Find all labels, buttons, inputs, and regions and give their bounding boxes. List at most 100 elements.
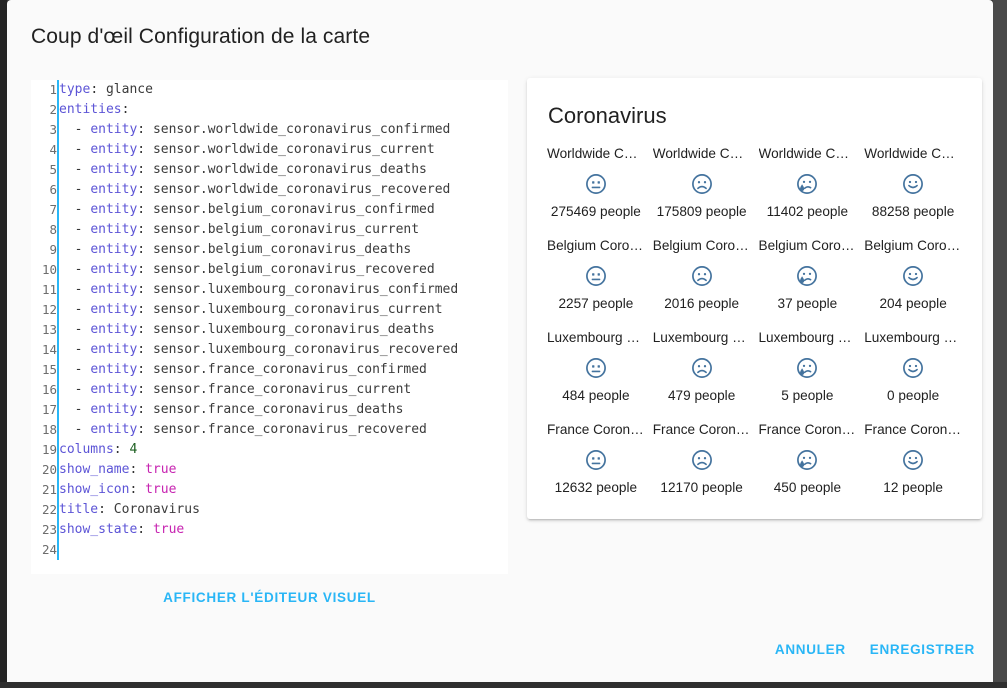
line-number: 13: [41, 322, 57, 337]
line-number: 9: [49, 242, 57, 257]
window-edge-right: [993, 0, 1007, 688]
dialog-footer: ANNULER ENREGISTRER: [7, 617, 993, 682]
line-number: 16: [41, 382, 57, 397]
active-line-bar: [57, 180, 59, 200]
glance-entity-state: 11402 people: [766, 204, 849, 219]
frowning-face-icon: [690, 448, 714, 472]
glance-entity-name: Worldwide Cor…: [758, 146, 857, 161]
code-line: 17 - entity: sensor.france_coronavirus_d…: [31, 400, 458, 420]
smiling-face-icon: [901, 172, 925, 196]
code-line: 10 - entity: sensor.belgium_coronavirus_…: [31, 260, 458, 280]
line-number: 4: [49, 142, 57, 157]
code-line-text: show_state: true: [59, 522, 185, 537]
code-line-text: - entity: sensor.belgium_coronavirus_cur…: [59, 222, 420, 237]
active-line-bar: [57, 80, 59, 100]
code-line-text: - entity: sensor.france_coronavirus_reco…: [59, 422, 427, 437]
code-line-text: - entity: sensor.worldwide_coronavirus_d…: [59, 162, 427, 177]
glance-entity-state: 37 people: [777, 296, 838, 311]
active-line-bar: [57, 120, 59, 140]
code-line-text: [59, 540, 458, 560]
frowning-face-icon: [690, 356, 714, 380]
line-number: 23: [41, 522, 57, 537]
line-number: 21: [41, 482, 57, 497]
neutral-face-icon: [584, 172, 608, 196]
glance-entity-state: 479 people: [667, 388, 736, 403]
window-edge-left: [0, 0, 7, 688]
active-line-bar: [57, 160, 59, 180]
active-line-bar: [57, 480, 59, 500]
smiling-face-icon: [901, 448, 925, 472]
code-line-text: show_name: true: [59, 462, 177, 477]
code-line-text: - entity: sensor.luxembourg_coronavirus_…: [59, 282, 459, 297]
code-line: 11 - entity: sensor.luxembourg_coronavir…: [31, 280, 458, 300]
code-line-text: - entity: sensor.belgium_coronavirus_rec…: [59, 262, 435, 277]
glance-entity[interactable]: Worldwide Cor… 175809 people: [649, 137, 755, 229]
window-edge-bottom: [0, 682, 1007, 688]
active-line-bar: [57, 380, 59, 400]
glance-entity[interactable]: Luxembourg C…0 people: [860, 321, 966, 413]
code-line-text: show_icon: true: [59, 482, 177, 497]
glance-entity[interactable]: France Corona…12632 people: [543, 413, 649, 505]
frowning-face-icon: [690, 264, 714, 288]
code-line-text: - entity: sensor.luxembourg_coronavirus_…: [59, 302, 443, 317]
active-line-bar: [57, 520, 59, 540]
glance-entity-name: Worldwide Cor…: [652, 146, 751, 161]
active-line-bar: [57, 300, 59, 320]
code-line: 3 - entity: sensor.worldwide_coronavirus…: [31, 120, 458, 140]
glance-entity[interactable]: Belgium Coron…2257 people: [543, 229, 649, 321]
code-line-text: entities:: [59, 102, 130, 117]
glance-entity[interactable]: France Corona…12170 people: [649, 413, 755, 505]
glance-entity-state: 175809 people: [656, 204, 747, 219]
save-button[interactable]: ENREGISTRER: [869, 642, 975, 657]
cancel-button[interactable]: ANNULER: [774, 642, 846, 657]
code-line: 7 - entity: sensor.belgium_coronavirus_c…: [31, 200, 458, 220]
line-number: 22: [41, 502, 57, 517]
show-visual-editor-button[interactable]: AFFICHER L'ÉDITEUR VISUEL: [163, 590, 376, 605]
glance-entity[interactable]: Worldwide Cor…275469 people: [543, 137, 649, 229]
line-number: 18: [41, 422, 57, 437]
smiling-face-icon: [901, 356, 925, 380]
glance-entity[interactable]: Luxembourg C…5 people: [755, 321, 861, 413]
glance-entity[interactable]: Luxembourg C…479 people: [649, 321, 755, 413]
code-line: 4 - entity: sensor.worldwide_coronavirus…: [31, 140, 458, 160]
active-line-bar: [57, 220, 59, 240]
glance-entity[interactable]: Belgium Coron…2016 people: [649, 229, 755, 321]
glance-entity[interactable]: Worldwide Cor… 11402 people: [755, 137, 861, 229]
active-line-bar: [57, 500, 59, 520]
active-line-bar: [57, 440, 59, 460]
glance-entity[interactable]: France Corona…450 people: [755, 413, 861, 505]
code-line-text: - entity: sensor.france_coronavirus_deat…: [59, 402, 404, 417]
code-line-text: - entity: sensor.belgium_coronavirus_dea…: [59, 242, 412, 257]
active-line-bar: [57, 340, 59, 360]
code-line: 12 - entity: sensor.luxembourg_coronavir…: [31, 300, 458, 320]
active-line-bar: [57, 400, 59, 420]
crying-face-icon: [795, 172, 819, 196]
glance-entity-state: 450 people: [773, 480, 842, 495]
glance-entity[interactable]: Luxembourg C…484 people: [543, 321, 649, 413]
glance-entity[interactable]: Belgium Coron…204 people: [860, 229, 966, 321]
glance-entity[interactable]: Worldwide Cor…88258 people: [860, 137, 966, 229]
glance-entity-name: Belgium Coron…: [652, 238, 751, 253]
code-line: 13 - entity: sensor.luxembourg_coronavir…: [31, 320, 458, 340]
active-line-bar: [57, 320, 59, 340]
glance-entity-state: 5 people: [781, 388, 834, 403]
code-line: 14 - entity: sensor.luxembourg_coronavir…: [31, 340, 458, 360]
active-line-bar: [57, 540, 59, 560]
code-line: 16 - entity: sensor.france_coronavirus_c…: [31, 380, 458, 400]
neutral-face-icon: [584, 356, 608, 380]
glance-entity[interactable]: Belgium Coron…37 people: [755, 229, 861, 321]
code-line: 18 - entity: sensor.france_coronavirus_r…: [31, 420, 458, 440]
smiling-face-icon: [901, 264, 925, 288]
glance-entity-name: France Corona…: [652, 422, 751, 437]
glance-entity[interactable]: France Corona…12 people: [860, 413, 966, 505]
line-number: 1: [49, 82, 57, 97]
line-number: 12: [41, 302, 57, 317]
line-number: 10: [41, 262, 57, 277]
